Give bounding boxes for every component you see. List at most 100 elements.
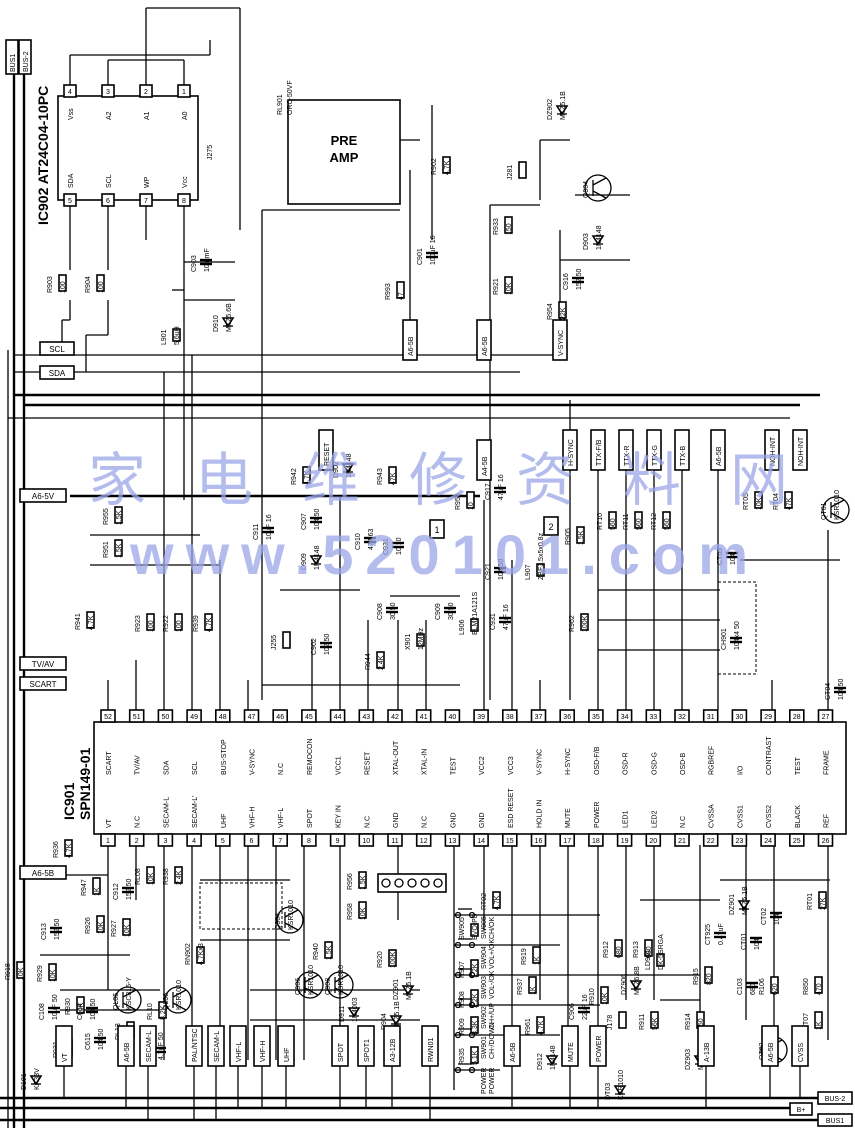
mcu-pin-num: 47 bbox=[248, 714, 256, 721]
bottom-tag-label: SPOT1 bbox=[364, 1039, 371, 1062]
component-value: 4.7K bbox=[304, 470, 311, 485]
mcu-pin-num: 23 bbox=[736, 838, 744, 845]
component-value: KSR1010 bbox=[834, 490, 841, 520]
transistor-collector bbox=[304, 974, 319, 983]
bottom-tag-label: SECAM-L bbox=[146, 1031, 153, 1062]
mcu-pin-num: 32 bbox=[678, 714, 686, 721]
component-symbol bbox=[470, 618, 479, 632]
mcu-pin-2 bbox=[128, 833, 145, 847]
resistor-symbol bbox=[122, 918, 131, 936]
mcu-pin-name: VCC1 bbox=[336, 756, 343, 775]
resistor-symbol bbox=[86, 611, 95, 629]
component-ref: DZ902 bbox=[547, 99, 554, 120]
tag-scart: SCART bbox=[30, 680, 57, 689]
tag-a6-5b: A6-5B bbox=[32, 869, 54, 878]
diode-symbol bbox=[545, 1055, 559, 1066]
component-ref: C910 bbox=[355, 533, 362, 550]
mcu-pin-49 bbox=[186, 709, 202, 723]
component-ref: SW905 bbox=[459, 917, 466, 940]
component-value: 100 bbox=[98, 281, 105, 293]
upper-tag-box bbox=[618, 429, 634, 471]
resistor-symbol bbox=[470, 1016, 479, 1034]
eeprom-pin-name: SCL bbox=[106, 174, 113, 188]
component-value: 1.5K bbox=[116, 543, 123, 558]
component-ref: RT02 bbox=[481, 893, 488, 910]
component-ref: RT01 bbox=[807, 893, 814, 910]
component-ref: R903 bbox=[47, 276, 54, 293]
diode-symbol bbox=[221, 317, 235, 328]
eeprom-pin-name: A0 bbox=[182, 111, 189, 120]
mcu-pin-41 bbox=[415, 709, 432, 723]
component-value: 1N4003 bbox=[352, 997, 359, 1022]
component-ref: R955 bbox=[103, 508, 110, 525]
mcu-pin-name: CVSS2 bbox=[766, 805, 773, 828]
component-value: 820 bbox=[706, 973, 713, 985]
mcu-pin-51 bbox=[128, 709, 145, 723]
mcu-pin-name: BUS-STOP bbox=[221, 739, 228, 775]
mcu-pin-num: 33 bbox=[649, 714, 657, 721]
bottom-tag-label: A3-12B bbox=[390, 1038, 397, 1062]
component-ref: DT03 bbox=[605, 1083, 612, 1100]
component-value: 100K bbox=[582, 615, 589, 632]
component-ref: D911 bbox=[339, 1006, 346, 1022]
bottom-tag-box bbox=[139, 1025, 157, 1067]
component-ref: D101 bbox=[21, 1073, 28, 1090]
transistor-emitter bbox=[334, 987, 349, 996]
mcu-pin-num: 16 bbox=[535, 838, 543, 845]
resistor-symbol bbox=[396, 281, 405, 299]
tag-tv-av: TV/AV bbox=[32, 660, 55, 669]
component-value: 1K bbox=[816, 1021, 823, 1030]
transistor-collector bbox=[284, 909, 299, 918]
mcu-pin-num: 18 bbox=[592, 838, 600, 845]
component-value: KSC815-Y bbox=[126, 977, 133, 1010]
component-ref: C614 bbox=[77, 1003, 84, 1020]
j275-label: J275 bbox=[207, 145, 214, 160]
mcu-pin-12 bbox=[415, 833, 432, 847]
bottom-tag-label: A6-5B bbox=[124, 1042, 131, 1062]
component-value: 102 50 bbox=[324, 633, 331, 655]
upper-tag-label: TTX-R bbox=[624, 445, 631, 466]
resistor-symbol bbox=[114, 539, 123, 557]
mcu-pin-3 bbox=[157, 833, 174, 847]
upper-tag-label: RESET bbox=[324, 442, 331, 466]
mcu-pin-num: 27 bbox=[822, 714, 830, 721]
mcu-pin-name: ESD RESET bbox=[508, 788, 515, 828]
component-value: 474 63 bbox=[368, 528, 375, 550]
component-ref: C921 bbox=[485, 563, 492, 580]
bottom-tag-box bbox=[697, 1025, 715, 1067]
bottom-tag-box bbox=[761, 1025, 779, 1067]
component-ref: DZ901 bbox=[729, 894, 736, 915]
diode-symbol bbox=[737, 900, 751, 911]
transistor-emitter bbox=[592, 190, 607, 199]
component-value: 1N4148 bbox=[550, 1045, 557, 1070]
diode-symbol bbox=[401, 985, 415, 996]
upper-tag-label: NOH-INT bbox=[770, 436, 777, 466]
mcu-pin-name: V-SYNC bbox=[537, 749, 544, 775]
component-ref: R939 bbox=[193, 615, 200, 632]
component-value: 30 50 bbox=[448, 602, 455, 620]
mcu-pin-name: GND bbox=[393, 812, 400, 828]
component-ref: R962 bbox=[569, 615, 576, 632]
component-value: 100K bbox=[390, 951, 397, 968]
component-ref: L907 bbox=[525, 564, 532, 580]
resistor-symbol bbox=[754, 491, 763, 509]
component-value: 5.1K bbox=[472, 1050, 479, 1065]
component-value: 10uF 16 bbox=[266, 514, 273, 540]
component-value: 104x4 50 bbox=[734, 621, 741, 650]
component-value: 104 bbox=[774, 913, 781, 925]
transistor-collector bbox=[830, 499, 845, 508]
component-ref: R915 bbox=[693, 968, 700, 985]
component-value: 10K bbox=[148, 872, 155, 885]
transistor-symbol bbox=[164, 986, 192, 1014]
component-value: 4.7K bbox=[206, 617, 213, 632]
component-ref: R905 bbox=[565, 528, 572, 545]
ic901-ref: IC901 bbox=[61, 782, 77, 820]
resistor-symbol bbox=[92, 877, 101, 895]
mcu-pin-num: 22 bbox=[707, 838, 715, 845]
eeprom-pin-name: WP bbox=[144, 176, 151, 188]
resistor-symbol bbox=[504, 216, 513, 234]
upper-tag-label: NOH-INT bbox=[798, 436, 805, 466]
mid-tag-box bbox=[476, 319, 492, 361]
resistor-symbol bbox=[146, 613, 155, 631]
switch-function: CH-/DOWN bbox=[489, 1022, 496, 1059]
